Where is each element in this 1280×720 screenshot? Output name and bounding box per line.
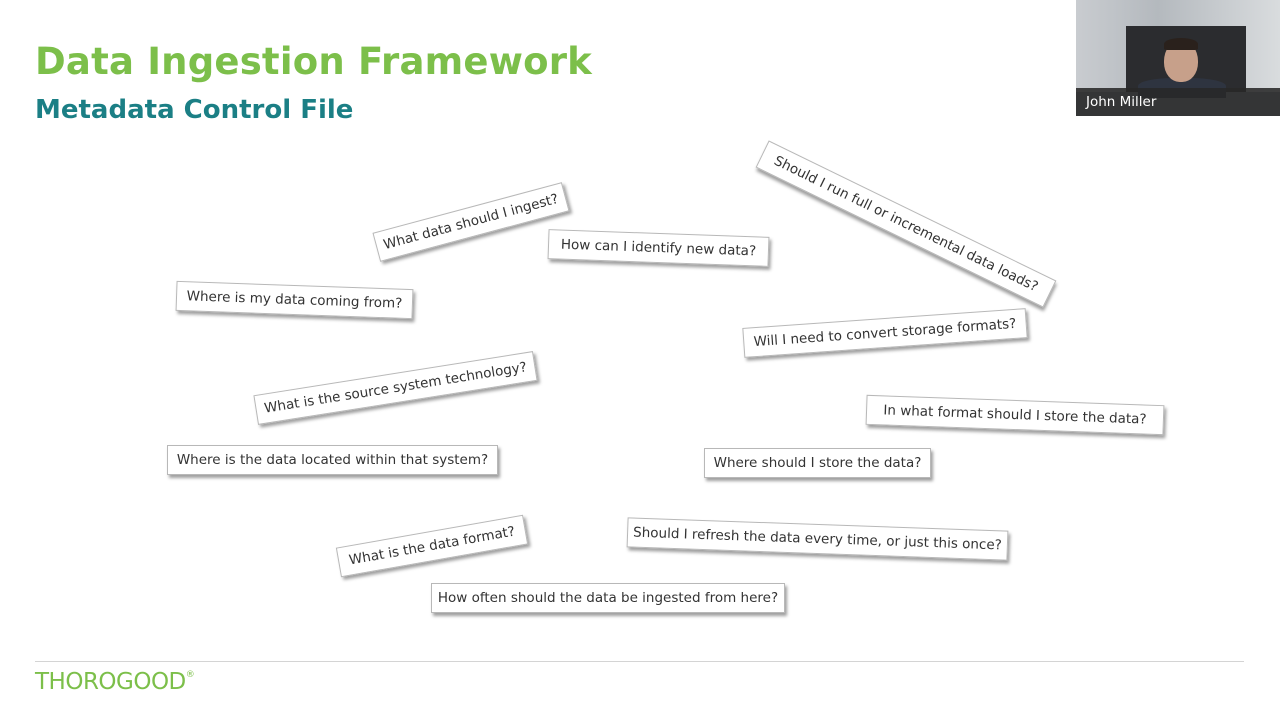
registered-mark: ® (185, 670, 195, 680)
question-card: Where is the data located within that sy… (167, 445, 498, 475)
question-card: What is the source system technology? (253, 351, 538, 425)
slide-title: Data Ingestion Framework (35, 40, 592, 83)
thorogood-logo: THOROGOOD® (35, 669, 195, 695)
participant-hair (1164, 38, 1198, 50)
question-card: How can I identify new data? (547, 229, 770, 267)
question-card: Will I need to convert storage formats? (742, 308, 1028, 358)
logo-wordmark: THOROGOOD (35, 669, 186, 695)
footer-divider (35, 661, 1244, 662)
question-card: How often should the data be ingested fr… (431, 583, 785, 613)
question-card: Where is my data coming from? (175, 280, 414, 320)
question-card: Should I refresh the data every time, or… (626, 517, 1009, 561)
question-card: What data should I ingest? (372, 182, 570, 262)
question-card: What is the data format? (335, 514, 529, 578)
question-card: In what format should I store the data? (865, 394, 1165, 436)
participant-name-label: John Miller (1076, 88, 1280, 116)
question-card: Should I run full or incremental data lo… (755, 140, 1057, 308)
question-card: Where should I store the data? (704, 448, 931, 478)
webcam-tile[interactable]: John Miller (1076, 0, 1280, 116)
slide-subtitle: Metadata Control File (35, 95, 354, 125)
